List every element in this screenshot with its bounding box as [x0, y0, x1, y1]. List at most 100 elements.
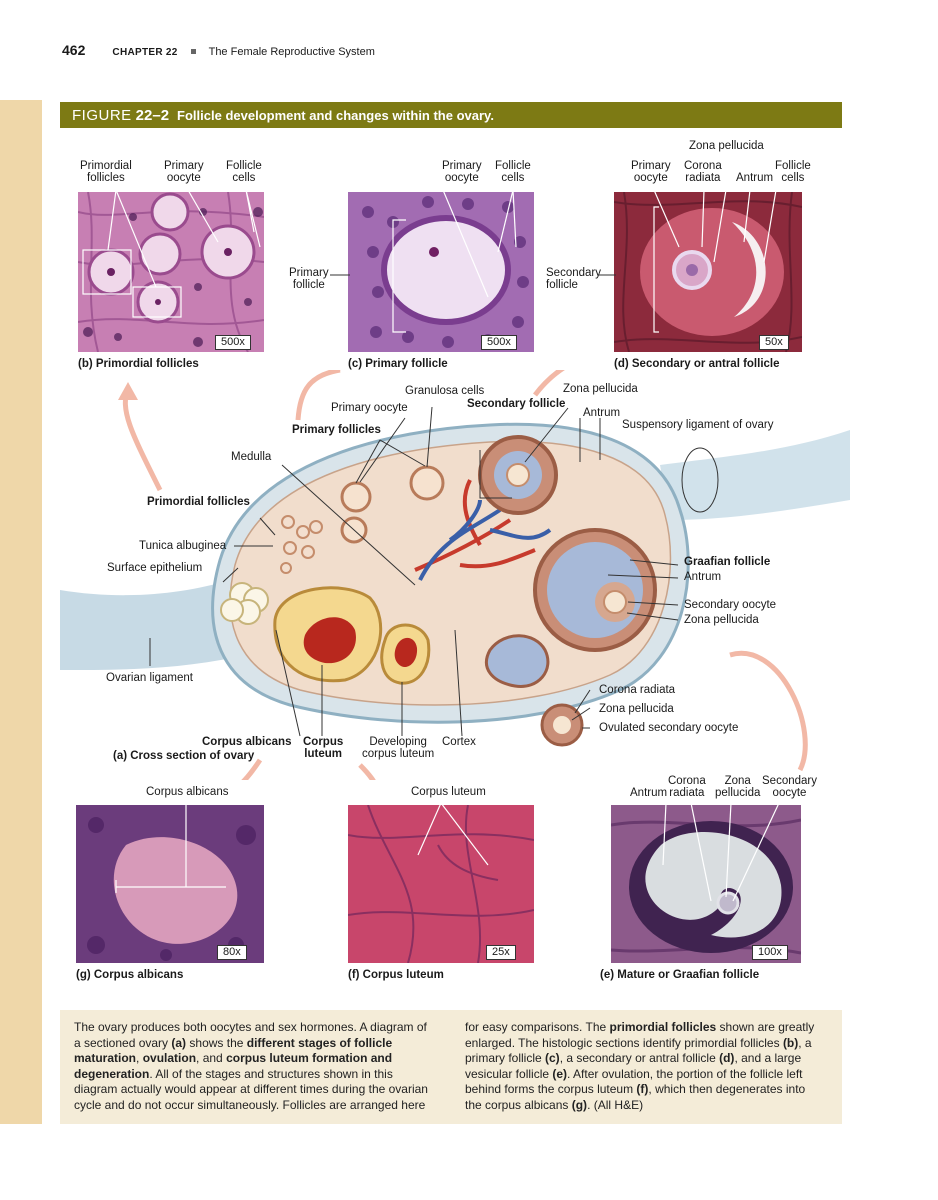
label-corona-radiata-e: Corona radiata — [668, 775, 706, 799]
caption-panel-g: (g) Corpus albicans — [76, 969, 184, 981]
caption-text-run: , and a large vesicular follicle — [465, 1051, 802, 1081]
caption-text-run: , and — [196, 1051, 227, 1066]
label-antrum-e: Antrum — [630, 787, 668, 799]
label-corona-radiata-lower: Corona radiata — [599, 684, 676, 696]
caption-left-column: The ovary produces both oocytes and sex … — [74, 1020, 434, 1114]
chapter-label: CHAPTER 22 — [112, 47, 178, 58]
label-tunica-albuginea: Tunica albuginea — [139, 540, 227, 552]
label-zona-pellucida-e: Zona pellucida — [715, 775, 761, 799]
label-cortex: Cortex — [442, 736, 476, 748]
label-zona-pellucida-right: Zona pellucida — [684, 614, 759, 626]
figure-title: Follicle development and changes within … — [177, 107, 494, 123]
caption-text-run: , a primary follicle — [465, 1035, 812, 1066]
chapter-title: The Female Reproductive System — [208, 46, 375, 58]
scale-25x-f: 25x — [486, 945, 516, 960]
caption-bold-run: (b) — [782, 1035, 799, 1050]
caption-text-run: , — [136, 1051, 143, 1066]
caption-bold-run: ovulation — [142, 1051, 197, 1066]
label-ovulated-secondary-oocyte: Ovulated secondary oocyte — [599, 722, 739, 734]
caption-right-column: for easy comparisons. The primordial fol… — [465, 1020, 825, 1114]
caption-text-run: for easy comparisons. The — [465, 1020, 610, 1034]
caption-bold-run: primordial follicles — [609, 1020, 717, 1034]
page-number: 462 — [62, 42, 86, 58]
label-follicle-cells-b: Follicle cells — [226, 160, 262, 184]
label-corona-radiata-d: Corona radiata — [684, 160, 722, 184]
caption-text-run: shows the — [186, 1035, 247, 1050]
label-primordial-follicles-a: Primordial follicles — [147, 496, 250, 508]
label-zona-pellucida-lower: Zona pellucida — [599, 703, 674, 715]
caption-text-run: , a secondary or antral follicle — [559, 1051, 720, 1066]
label-corpus-luteum-f: Corpus luteum — [411, 786, 486, 798]
separator-square — [190, 49, 196, 55]
label-follicle-cells-d: Follicle cells — [775, 160, 811, 184]
label-corpus-albicans-g: Corpus albicans — [146, 786, 229, 798]
label-corpus-luteum-a: Corpus luteum — [303, 736, 344, 760]
label-antrum-right: Antrum — [684, 571, 722, 583]
micrograph-graafian-follicle — [611, 805, 801, 963]
caption-panel-a: (a) Cross section of ovary — [113, 750, 255, 762]
caption-bold-run: (a) — [171, 1035, 187, 1050]
caption-bold-run: (g) — [571, 1097, 588, 1112]
caption-bold-run: (e) — [552, 1066, 568, 1081]
micrograph-primary-follicle — [348, 192, 534, 352]
caption-text-run: , which then degenerates into the corpus… — [465, 1082, 806, 1112]
caption-bold-run: (d) — [719, 1051, 735, 1066]
caption-panel-d: (d) Secondary or antral follicle — [614, 358, 780, 370]
label-granulosa-cells: Granulosa cells — [405, 385, 485, 397]
label-suspensory-ligament: Suspensory ligament of ovary — [622, 419, 774, 431]
label-medulla: Medulla — [231, 451, 272, 463]
label-graafian-follicle: Graafian follicle — [684, 556, 771, 568]
scale-500x-c: 500x — [481, 335, 517, 350]
figure-word: FIGURE — [72, 106, 132, 124]
label-primary-oocyte-b: Primary oocyte — [164, 160, 204, 184]
scale-100x-e: 100x — [752, 945, 788, 960]
label-surface-epithelium: Surface epithelium — [107, 562, 203, 574]
label-zona-pellucida-d: Zona pellucida — [689, 140, 764, 152]
micrograph-corpus-albicans — [76, 805, 264, 963]
ovary-cross-section-diagram — [60, 370, 850, 780]
label-secondary-oocyte-right: Secondary oocyte — [684, 599, 777, 611]
figure-title-bar: FIGURE 22–2 Follicle development and cha… — [60, 102, 842, 128]
label-primary-follicles-a: Primary follicles — [292, 424, 381, 436]
caption-panel-f: (f) Corpus luteum — [348, 969, 444, 981]
micrograph-secondary-follicle — [614, 192, 802, 352]
label-secondary-oocyte-e: Secondary oocyte — [762, 775, 817, 799]
label-corpus-albicans-a: Corpus albicans — [202, 736, 292, 748]
label-secondary-follicle-d: Secondary follicle — [546, 267, 601, 291]
label-zona-pellucida-top: Zona pellucida — [563, 383, 638, 395]
caption-text-run: shown are greatly enlarged. The histolog… — [465, 1020, 815, 1050]
figure-number: 22–2 — [135, 106, 170, 124]
label-developing-corpus-luteum: Developing corpus luteum — [362, 736, 435, 760]
caption-bold-run: different stages of follicle maturation — [74, 1035, 393, 1066]
micrograph-corpus-luteum — [348, 805, 534, 963]
scale-80x-g: 80x — [217, 945, 247, 960]
scale-500x-b: 500x — [215, 335, 251, 350]
caption-bold-run: (c) — [545, 1051, 560, 1066]
margin-band — [0, 100, 42, 1124]
label-antrum-top: Antrum — [583, 407, 621, 419]
label-primordial-follicles-b: Primordial follicles — [80, 160, 132, 184]
caption-text-run: . After ovulation, the portion of the fo… — [465, 1066, 803, 1097]
running-head: 462 CHAPTER 22 The Female Reproductive S… — [62, 42, 375, 58]
label-ovarian-ligament: Ovarian ligament — [106, 672, 193, 684]
caption-panel-b: (b) Primordial follicles — [78, 358, 199, 370]
caption-panel-c: (c) Primary follicle — [348, 358, 448, 370]
caption-text-run: . All of the stages and structures shown… — [74, 1066, 428, 1112]
label-primary-oocyte-d: Primary oocyte — [631, 160, 671, 184]
caption-bold-run: (f) — [636, 1082, 649, 1097]
caption-panel-e: (e) Mature or Graafian follicle — [600, 969, 760, 981]
label-primary-oocyte-a: Primary oocyte — [331, 402, 408, 414]
leader-primary-follicle — [330, 274, 350, 276]
figure-caption-box — [60, 1010, 842, 1124]
scale-50x-d: 50x — [759, 335, 789, 350]
label-primary-follicle-c: Primary follicle — [289, 267, 329, 291]
label-antrum-d: Antrum — [736, 172, 774, 184]
label-follicle-cells-c: Follicle cells — [495, 160, 531, 184]
leader-secondary-follicle — [598, 274, 616, 276]
micrograph-primordial-follicles — [78, 192, 264, 352]
label-secondary-follicle-a: Secondary follicle — [467, 398, 566, 410]
caption-text-run: The ovary produces both oocytes and sex … — [74, 1020, 427, 1050]
caption-text-run: . (All H&E) — [587, 1097, 644, 1112]
label-primary-oocyte-c: Primary oocyte — [442, 160, 482, 184]
caption-bold-run: corpus luteum formation and degeneration — [74, 1051, 393, 1081]
